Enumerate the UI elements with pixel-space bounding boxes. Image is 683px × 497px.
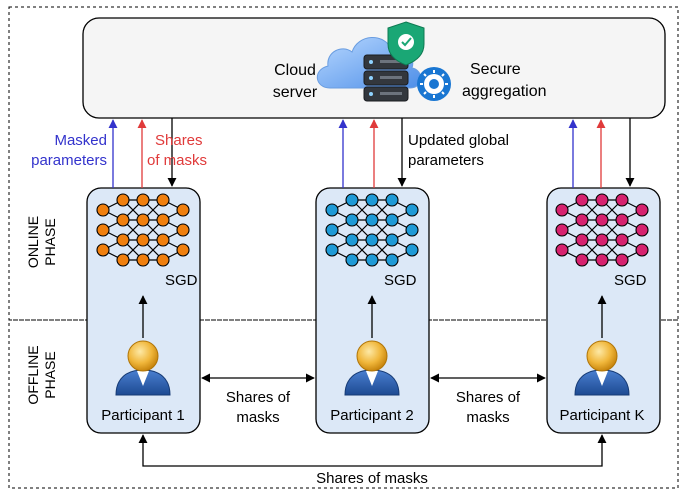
neuron-node [555, 223, 569, 237]
neural-network-k [555, 193, 649, 267]
neuron-node [365, 193, 379, 207]
user-icon [344, 340, 400, 396]
neural-network-2 [325, 193, 419, 267]
neuron-node [595, 193, 609, 207]
neuron-node [385, 233, 399, 247]
neuron-node [365, 253, 379, 267]
neuron-node [116, 193, 130, 207]
neuron-node [555, 243, 569, 257]
neuron-node [385, 253, 399, 267]
neuron-node [156, 193, 170, 207]
neuron-node [635, 243, 649, 257]
neuron-node [345, 213, 359, 227]
neuron-node [96, 223, 110, 237]
neuron-node [615, 253, 629, 267]
neuron-node [325, 223, 339, 237]
user-icons [115, 340, 630, 396]
participant-2-name: Participant 2 [330, 407, 413, 424]
participant-k-box [546, 187, 661, 434]
neuron-node [595, 233, 609, 247]
neuron-node [575, 213, 589, 227]
shares-arrow-1-k [138, 434, 607, 467]
neuron-node [136, 233, 150, 247]
neuron-node [136, 193, 150, 207]
neuron-node [136, 213, 150, 227]
neural-network-1 [96, 193, 190, 267]
neuron-node [325, 243, 339, 257]
offline-phase-frame [8, 319, 679, 489]
neuron-node [116, 253, 130, 267]
neuron-node [116, 213, 130, 227]
neuron-node [136, 253, 150, 267]
neuron-node [595, 253, 609, 267]
neuron-node [635, 223, 649, 237]
neuron-node [385, 193, 399, 207]
bottom-shares-of-masks-label: Shares of masks [316, 470, 428, 487]
neuron-node [575, 233, 589, 247]
neuron-node [325, 203, 339, 217]
neuron-node [156, 213, 170, 227]
user-icon [574, 340, 630, 396]
sgd-label-k: SGD [614, 272, 647, 289]
neuron-node [405, 243, 419, 257]
server-icon [363, 54, 409, 102]
neuron-node [575, 253, 589, 267]
sgd-label-1: SGD [165, 272, 198, 289]
neuron-node [96, 203, 110, 217]
neuron-node [96, 243, 110, 257]
sgd-label-2: SGD [384, 272, 417, 289]
neural-networks [96, 193, 649, 267]
neuron-node [405, 223, 419, 237]
neuron-node [615, 213, 629, 227]
online-phase-label: ONLINEPHASE [25, 216, 58, 268]
participant-1-name: Participant 1 [101, 407, 184, 424]
neuron-node [575, 193, 589, 207]
neuron-node [405, 203, 419, 217]
neuron-node [385, 213, 399, 227]
neuron-node [345, 193, 359, 207]
neuron-node [156, 253, 170, 267]
user-icon [115, 340, 171, 396]
neuron-node [555, 203, 569, 217]
neuron-node [176, 203, 190, 217]
neuron-node [595, 213, 609, 227]
neuron-node [635, 203, 649, 217]
neuron-node [176, 223, 190, 237]
neuron-node [156, 233, 170, 247]
participant-k-name: Participant K [559, 407, 644, 424]
neuron-node [615, 233, 629, 247]
neuron-node [116, 233, 130, 247]
neuron-node [365, 213, 379, 227]
offline-phase-label: OFFLINEPHASE [25, 345, 58, 404]
neuron-node [345, 253, 359, 267]
shield-icon [387, 21, 425, 66]
gear-icon [417, 67, 451, 101]
neuron-node [345, 233, 359, 247]
neuron-node [615, 193, 629, 207]
neuron-node [365, 233, 379, 247]
neuron-node [176, 243, 190, 257]
